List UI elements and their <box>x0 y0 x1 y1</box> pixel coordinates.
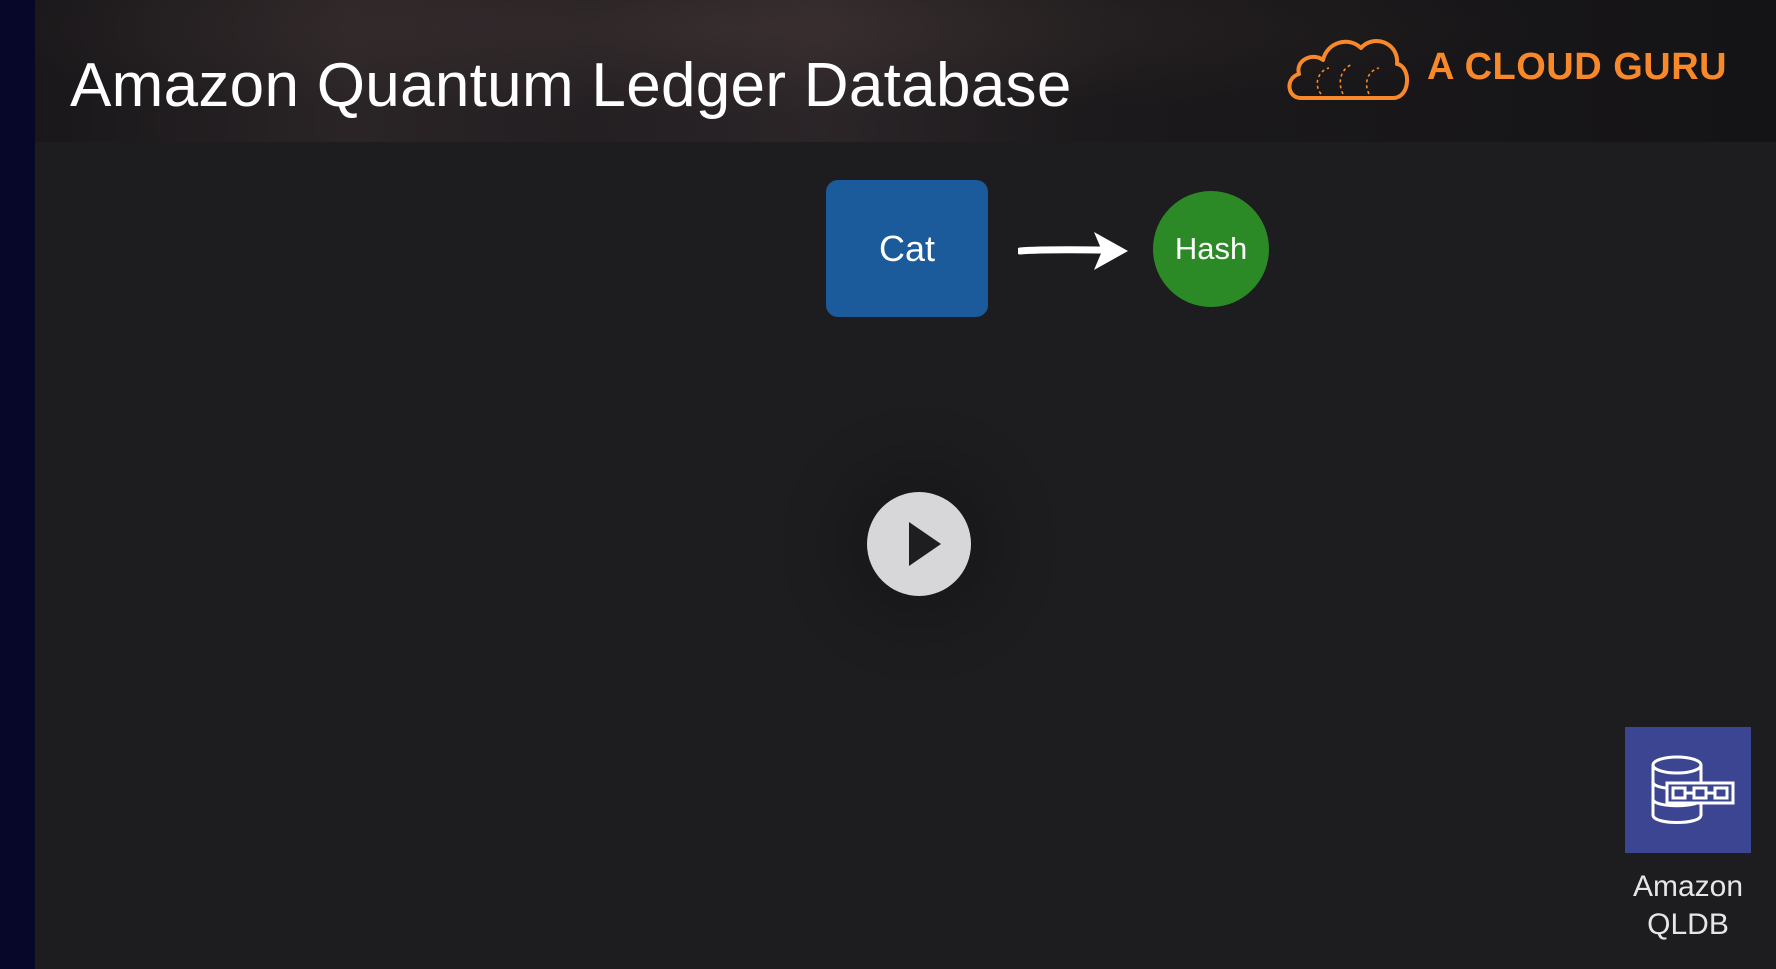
cat-node-label: Cat <box>878 227 936 269</box>
left-edge-strip <box>0 0 35 969</box>
qldb-database-icon <box>1625 727 1751 853</box>
hash-node-label: Hash <box>1174 231 1248 266</box>
arrow-right-icon <box>1018 232 1128 270</box>
hash-node: Hash <box>1153 191 1269 307</box>
brand-logo: A CLOUD GURU <box>1283 28 1753 108</box>
qldb-label: Amazon QLDB <box>1600 868 1776 944</box>
slide-header <box>35 0 1776 142</box>
database-chain-icon <box>1651 755 1735 824</box>
qldb-label-line2: QLDB <box>1647 908 1729 941</box>
cloud-icon <box>1287 39 1410 100</box>
slide-title: Amazon Quantum Ledger Database <box>70 51 1072 120</box>
qldb-label-line1: Amazon <box>1632 870 1744 903</box>
brand-name: A CLOUD GURU <box>1427 46 1728 88</box>
play-button[interactable] <box>867 492 971 596</box>
play-icon <box>909 522 941 566</box>
cat-node: Cat <box>826 180 988 317</box>
